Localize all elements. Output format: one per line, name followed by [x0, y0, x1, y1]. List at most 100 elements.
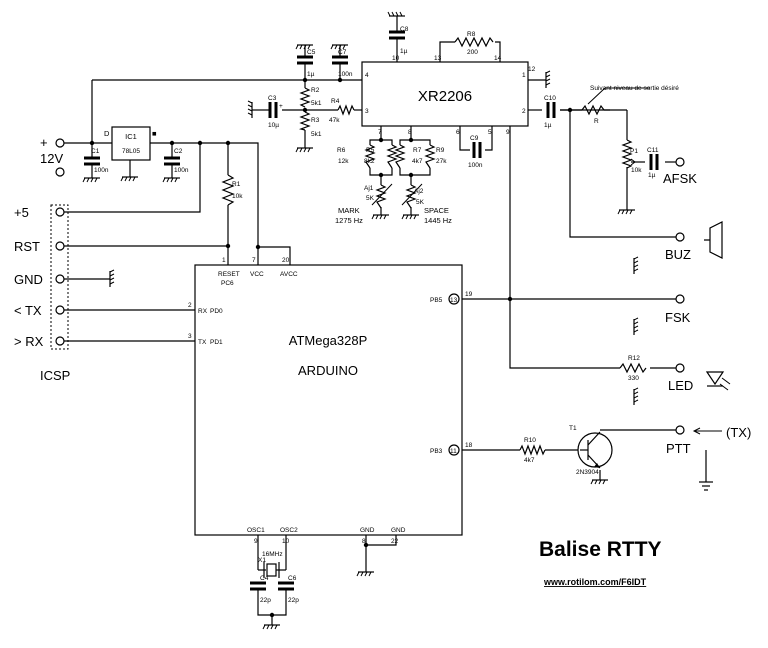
svg-text:C11: C11: [647, 147, 659, 154]
svg-text:R6: R6: [337, 147, 346, 154]
ground-icon: [590, 479, 608, 485]
regulator-ic1: [111, 126, 151, 161]
capacitor-c3: C3 10µ +: [252, 95, 283, 129]
svg-text:20: 20: [282, 257, 290, 264]
svg-text:GND: GND: [391, 527, 406, 534]
resistor-r: R: [560, 87, 650, 125]
svg-text:4: 4: [365, 72, 369, 79]
xr-pin-numbers: 4 3 1 2 10 13 14 7 8 6 5 9 12: [365, 55, 536, 136]
capacitor-c7: C7 100n: [332, 45, 353, 78]
capacitor-c10: C10 1µ: [544, 95, 556, 129]
svg-text:AVCC: AVCC: [280, 271, 298, 278]
icsp-pin-rx: > RX: [14, 334, 44, 349]
svg-text:12: 12: [528, 66, 536, 73]
svg-text:13: 13: [450, 297, 458, 304]
fsk-label: FSK: [665, 310, 691, 325]
svg-text:5k1: 5k1: [311, 100, 322, 107]
wiring: [60, 38, 707, 625]
svg-text:+: +: [279, 103, 283, 110]
svg-text:C5: C5: [307, 49, 316, 56]
afsk-label: AFSK: [663, 171, 697, 186]
mark-freq: 1275 Hz: [335, 216, 363, 225]
svg-text:RESET: RESET: [218, 271, 240, 278]
capacitor-c1: C1 100n: [84, 148, 109, 174]
svg-text:3: 3: [365, 108, 369, 115]
crystal-x1: X1 16MHz: [258, 551, 283, 578]
svg-text:2N3904: 2N3904: [576, 469, 599, 476]
svg-text:12k: 12k: [338, 158, 349, 165]
resistor-r6: R6 12k: [337, 144, 376, 169]
reg-in-icon: D: [104, 129, 110, 138]
svg-text:PB3: PB3: [430, 448, 443, 455]
svg-text:PC6: PC6: [221, 280, 234, 287]
svg-text:5: 5: [488, 129, 492, 136]
capacitor-c4: C4 22p: [250, 575, 271, 604]
svg-text:C6: C6: [288, 575, 297, 582]
xr2206-chip: [361, 61, 529, 127]
icsp-label: ICSP: [40, 368, 70, 383]
svg-text:22p: 22p: [288, 597, 299, 604]
svg-text:8k2: 8k2: [364, 158, 375, 165]
trimmer-aj2: Aj2 5K: [401, 183, 425, 209]
reg-out-icon: ■: [152, 129, 157, 138]
capacitor-c2: C2 100n: [164, 148, 189, 174]
buzzer-icon: [704, 221, 723, 259]
tx-note-label: (TX): [726, 425, 751, 440]
ground-icon: [295, 44, 313, 50]
svg-text:OSC1: OSC1: [247, 527, 265, 534]
ground-icon: [262, 624, 280, 630]
icsp-pin-tx: < TX: [14, 303, 42, 318]
svg-text:C9: C9: [470, 135, 479, 142]
resistor-r10: R10 4k7: [519, 437, 546, 464]
resistor-r7: R7 4k7: [394, 144, 423, 169]
svg-text:18: 18: [465, 442, 473, 449]
svg-text:10k: 10k: [232, 193, 243, 200]
capacitor-c11: C11 1µ: [647, 147, 659, 179]
resistor-r12: R12 330: [619, 355, 647, 382]
svg-text:Aj2: Aj2: [414, 188, 424, 195]
capacitor-c6: C6 22p: [278, 575, 299, 604]
website-link[interactable]: www.rotilom.com/F6IDT: [543, 577, 647, 587]
svg-text:10µ: 10µ: [268, 122, 279, 129]
tx-arrow-icon: [692, 427, 722, 435]
ptt-label: PTT: [666, 441, 691, 456]
svg-text:13: 13: [434, 55, 442, 62]
svg-text:10: 10: [392, 55, 400, 62]
svg-text:OSC2: OSC2: [280, 527, 298, 534]
resistor-r9: R9 27k: [424, 144, 447, 169]
mark-label: MARK: [338, 206, 360, 215]
svg-text:T1: T1: [569, 425, 577, 432]
svg-text:PB5: PB5: [430, 297, 443, 304]
svg-text:2: 2: [188, 302, 192, 309]
arduino-label: ARDUINO: [298, 363, 358, 378]
xr2206-label: XR2206: [418, 88, 472, 105]
icsp-pin-gnd: GND: [14, 272, 43, 287]
ground-icon: [633, 317, 639, 335]
ground-icon: [387, 11, 405, 22]
svg-text:330: 330: [628, 375, 639, 382]
svg-text:1µ: 1µ: [544, 122, 552, 129]
svg-text:100n: 100n: [468, 162, 483, 169]
ground-icon: [545, 70, 551, 88]
svg-text:R: R: [594, 118, 599, 125]
svg-text:7: 7: [378, 129, 382, 136]
capacitor-c8: C8 1µ: [389, 22, 409, 55]
svg-text:R12: R12: [628, 355, 640, 362]
output-level-note: Suivant niveau de sortie désiré: [590, 85, 679, 92]
svg-text:RX: RX: [198, 308, 208, 315]
svg-text:8: 8: [408, 129, 412, 136]
svg-text:C3: C3: [268, 95, 277, 102]
ic1-part: 78L05: [122, 148, 140, 155]
svg-text:9: 9: [506, 129, 510, 136]
resistor-r4: R4 47k: [329, 98, 355, 124]
page-title: Balise RTTY: [539, 538, 662, 561]
resistor-r2: R2 5k1: [299, 87, 322, 108]
resistor-r1: R1 10k: [221, 174, 243, 206]
terminals: [55, 138, 685, 435]
ic1-label: IC1: [125, 132, 137, 141]
trimmer-aj1: Aj1 5K: [364, 183, 393, 209]
ground-icon: [295, 140, 313, 153]
svg-text:R3: R3: [311, 117, 320, 124]
svg-text:R9: R9: [436, 147, 445, 154]
